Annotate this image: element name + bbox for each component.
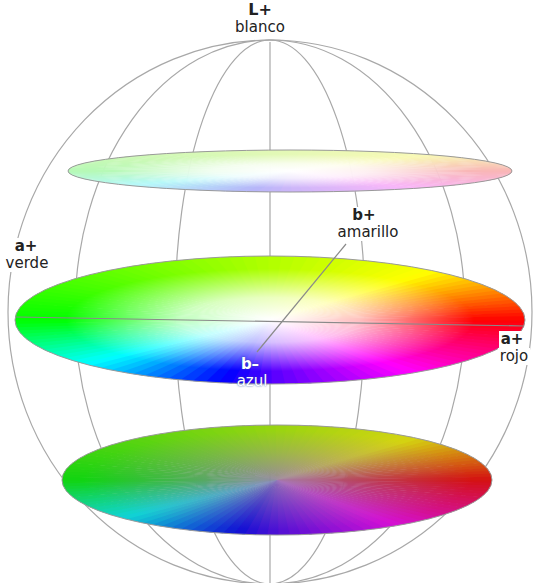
- center-shade: [62, 425, 492, 535]
- dark-color-disc: [62, 425, 492, 535]
- axis-name: amarillo: [336, 224, 401, 241]
- axis-name: verde: [4, 255, 51, 272]
- ab-axes: [16, 244, 524, 352]
- sphere-frame: [8, 40, 532, 583]
- disc-rim: [62, 425, 492, 535]
- a-axis: [16, 317, 524, 326]
- color-disc: [15, 256, 525, 384]
- disc-rim: [68, 150, 512, 192]
- sphere-outline: [8, 40, 532, 583]
- axis-name: rojo: [498, 348, 530, 365]
- axis-name: blanco: [233, 19, 287, 36]
- axis-letter: L+: [246, 1, 274, 19]
- pale-wash: [68, 150, 512, 192]
- axis-letter: a+: [13, 238, 40, 255]
- center-shade: [68, 150, 512, 192]
- axis-letter: a+: [499, 331, 526, 348]
- axis-letter: b+: [350, 207, 377, 224]
- axis-name: azul: [235, 373, 270, 390]
- b-axis: [257, 244, 346, 352]
- light-color-disc: [68, 150, 512, 192]
- axis-letter: b–: [239, 356, 261, 373]
- center-shade: [15, 256, 525, 384]
- disc-rim: [15, 256, 525, 384]
